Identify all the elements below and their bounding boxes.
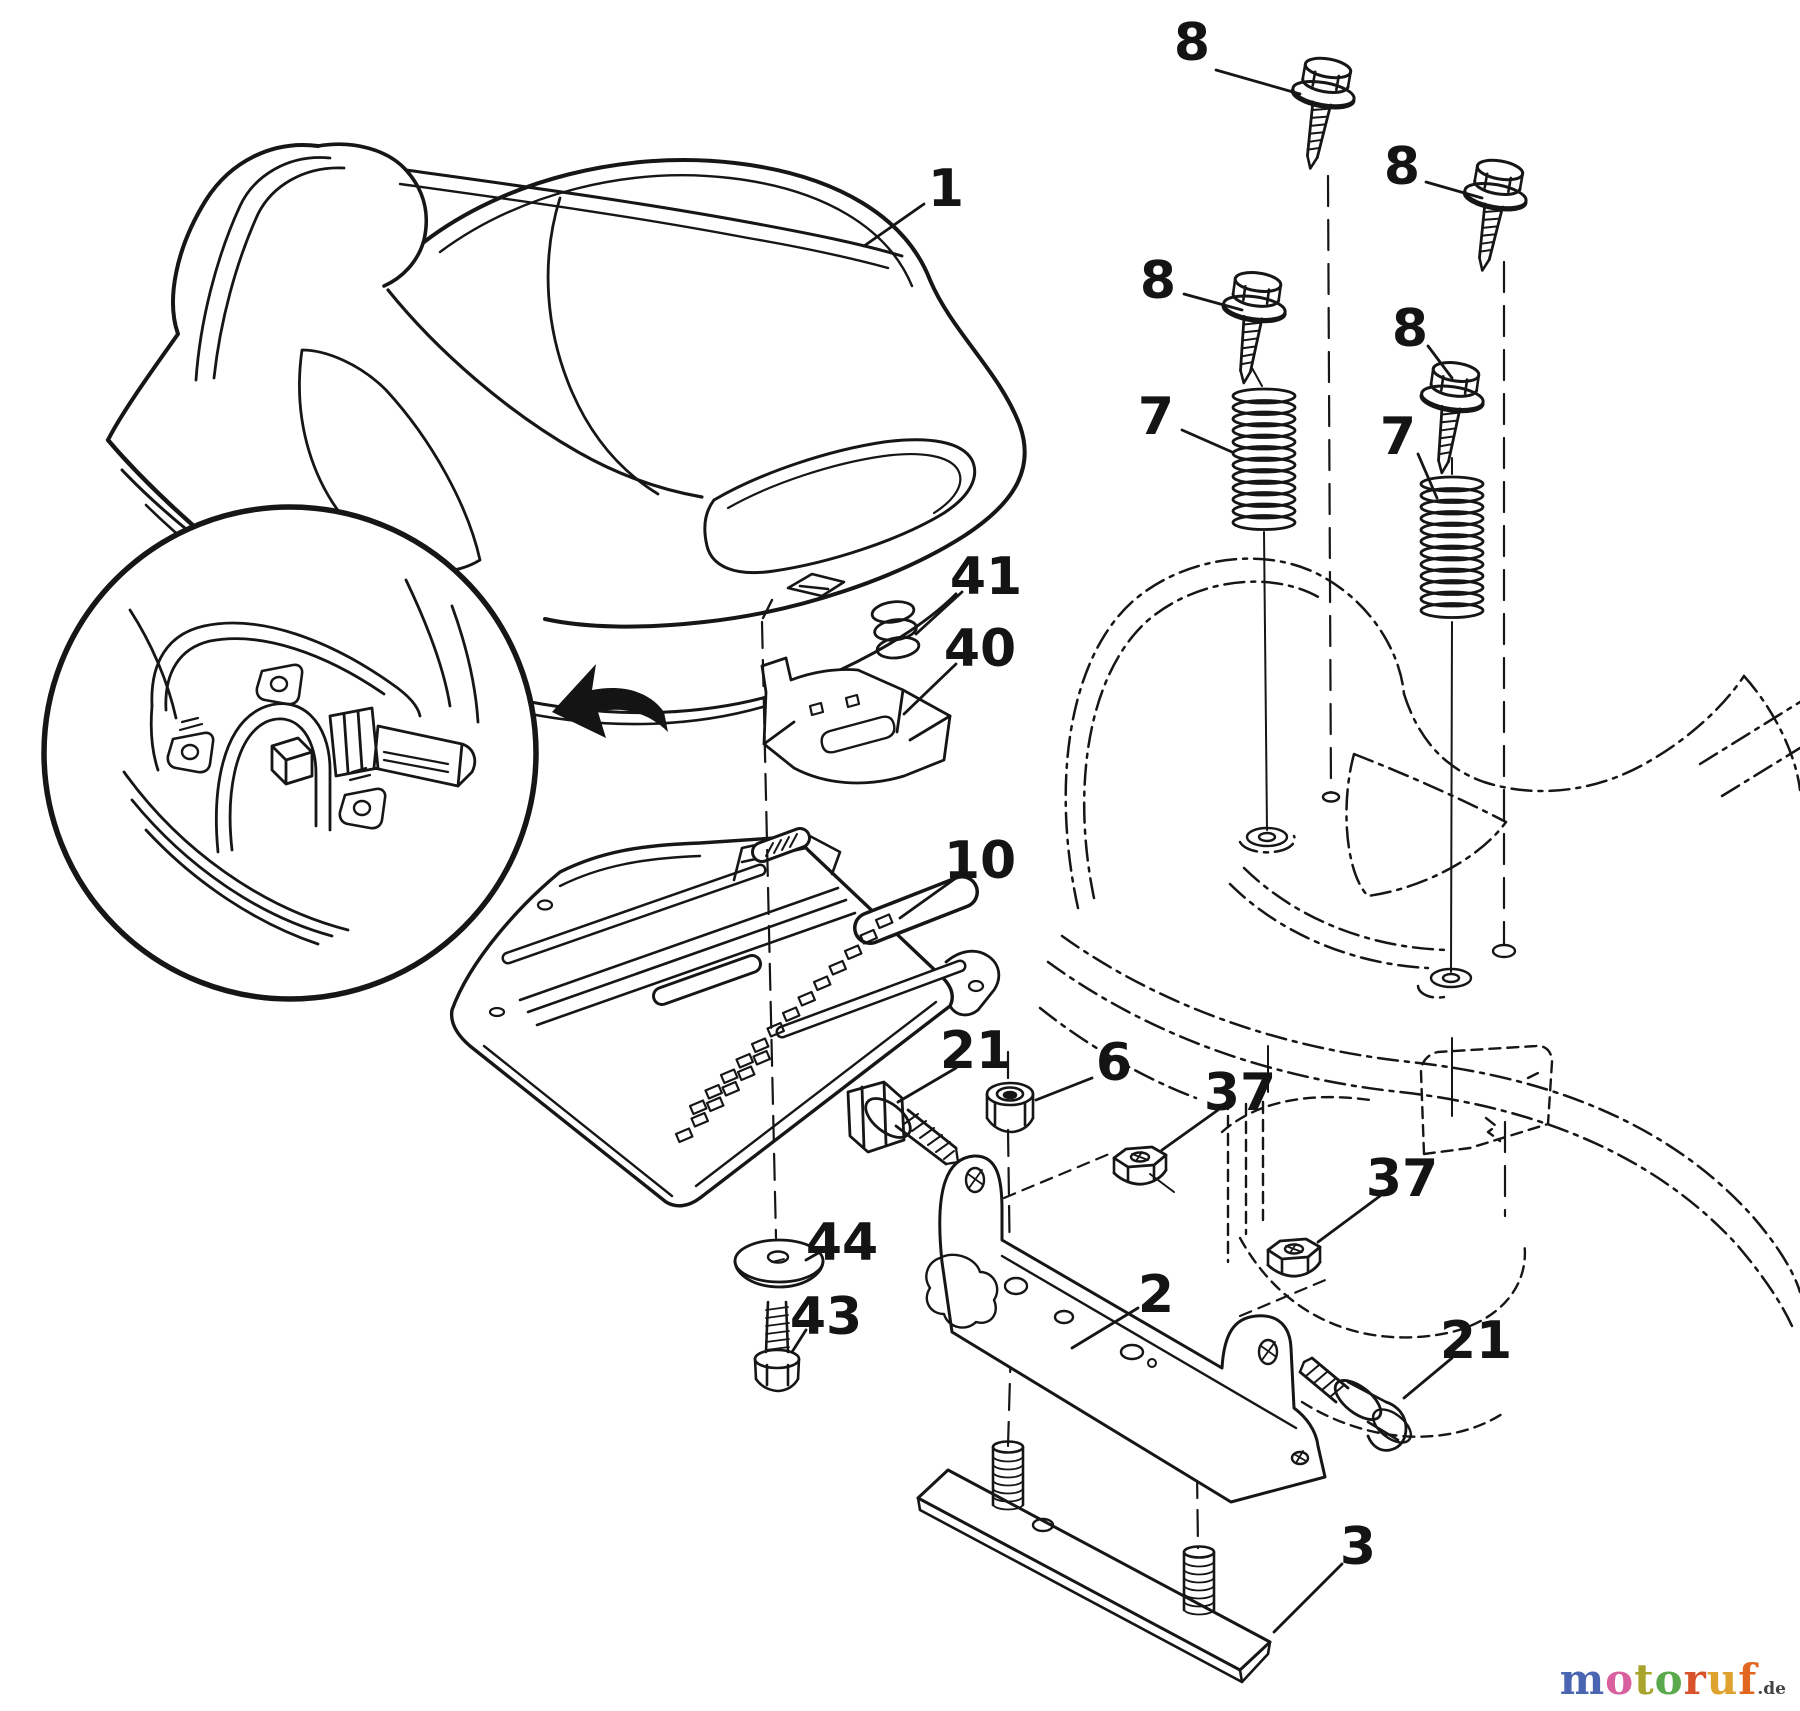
- latch-spring-drawing: [870, 600, 921, 660]
- callout-bolt-8-c: 8: [1140, 251, 1176, 311]
- hidden-bracket-outline: [1220, 1044, 1554, 1438]
- callout-nut-37-a: 37: [1204, 1063, 1276, 1123]
- spring-7-right: [1421, 477, 1483, 618]
- callout-nut-6: 6: [1096, 1033, 1132, 1093]
- logo-letter: u: [1706, 1655, 1739, 1704]
- rotate-arrow-icon: [552, 664, 668, 738]
- callout-pan-10: 10: [944, 831, 1016, 891]
- shoulder-bolt-left-drawing: [846, 1080, 960, 1166]
- callout-spring-41: 41: [950, 547, 1022, 607]
- adjustment-bolt-drawing: [753, 1300, 801, 1393]
- latch-clip-drawing: [760, 656, 952, 785]
- callout-spring-7-a: 7: [1138, 387, 1174, 447]
- callout-bracket-2: 2: [1138, 1265, 1174, 1325]
- mounting-bolts-and-springs: [1211, 51, 1534, 1218]
- chassis-phantom-outline: [1038, 557, 1800, 1328]
- logo-letter: f: [1738, 1655, 1758, 1704]
- callout-nut-37-b: 37: [1366, 1149, 1438, 1209]
- callout-plate-3: 3: [1340, 1517, 1376, 1577]
- bracket-plate-drawing: [916, 1440, 1272, 1684]
- logo-letter: o: [1654, 1655, 1684, 1704]
- seat-bracket-drawing: [925, 1154, 1327, 1504]
- spring-7-left: [1233, 389, 1295, 530]
- washer-drawing: [733, 1238, 825, 1289]
- logo-letter: o: [1605, 1655, 1635, 1704]
- logo-suffix: .de: [1757, 1679, 1786, 1699]
- callout-bolt-21-a: 21: [940, 1021, 1012, 1081]
- callout-bolt-43: 43: [790, 1287, 862, 1347]
- logo-letter: m: [1559, 1655, 1606, 1704]
- seat-pan-drawing: [449, 827, 1001, 1208]
- callout-washer-44: 44: [806, 1213, 878, 1273]
- flange-nut-lower-drawing: [1266, 1237, 1322, 1278]
- callout-bolt-8-a: 8: [1174, 13, 1210, 73]
- flange-nut-upper-drawing: [1112, 1145, 1168, 1186]
- shoulder-bolt-right-drawing: [1298, 1356, 1413, 1452]
- chassis-mount-holes: [1245, 791, 1517, 989]
- detail-inset-view: [41, 504, 668, 1002]
- callout-clip-40: 40: [944, 619, 1016, 679]
- callout-leader-lines: [790, 68, 1484, 1634]
- callout-bolt-8-b: 8: [1384, 137, 1420, 197]
- callout-seat: 1: [928, 159, 964, 219]
- callout-bolt-21-b: 21: [1440, 1311, 1512, 1371]
- logo-letter: t: [1634, 1655, 1655, 1704]
- callout-spring-7-b: 7: [1380, 407, 1416, 467]
- lock-nut-drawing: [985, 1081, 1035, 1134]
- logo-letter: r: [1683, 1655, 1707, 1704]
- callout-bolt-8-d: 8: [1392, 299, 1428, 359]
- motoruf-logo: motoruf.de: [1560, 1659, 1786, 1701]
